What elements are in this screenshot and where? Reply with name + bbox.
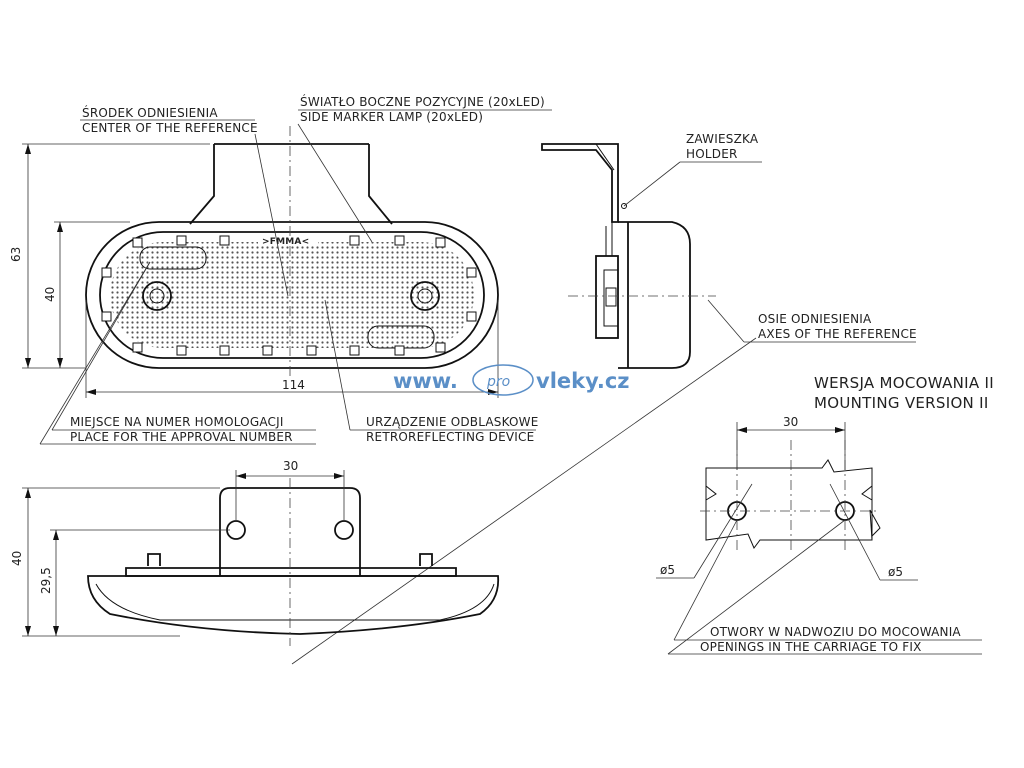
center-reference-label: ŚRODEK ODNIESIENIA CENTER OF THE REFEREN… [80,105,289,297]
holder-bracket [541,143,619,223]
svg-text:OTWORY W NADWOZIU DO MOCOWANIA: OTWORY W NADWOZIU DO MOCOWANIA [710,625,961,639]
side-marker-label: ŚWIATŁO BOCZNE POZYCYJNE (20xLED) SIDE M… [297,94,552,243]
right-fixing-hole [410,281,440,311]
svg-text:ŚWIATŁO BOCZNE POZYCYJNE (20xL: ŚWIATŁO BOCZNE POZYCYJNE (20xLED) [300,94,545,109]
axes-label: OSIE ODNIESIENIA AXES OF THE REFERENCE [291,299,917,665]
svg-text:URZĄDZENIE ODBLASKOWE: URZĄDZENIE ODBLASKOWE [366,415,539,429]
openings-label: OTWORY W NADWOZIU DO MOCOWANIA OPENINGS … [667,519,982,655]
svg-text:40: 40 [10,551,24,566]
svg-text:MIEJSCE NA NUMER HOMOLOGACJI: MIEJSCE NA NUMER HOMOLOGACJI [70,415,284,429]
watermark: www. pro vleky.cz [393,364,630,396]
mounting-version-title: WERSJA MOCOWANIA II MOUNTING VERSION II [814,374,994,412]
svg-text:40: 40 [43,287,57,302]
dia-right: ø5 [829,483,918,581]
svg-text:HOLDER: HOLDER [686,147,738,161]
side-lamp-body [618,221,691,369]
retroreflector-area [110,242,474,348]
bottom-lamp-body [87,575,500,635]
svg-text:PLACE FOR THE APPROVAL NUMBER: PLACE FOR THE APPROVAL NUMBER [70,430,293,444]
dia-left: ø5 [656,483,753,579]
dim-30-bottom: 30 [235,459,345,520]
svg-text:ø5: ø5 [660,563,675,577]
svg-text:ŚRODEK ODNIESIENIA: ŚRODEK ODNIESIENIA [82,105,218,120]
svg-text:30: 30 [283,459,298,473]
svg-text:AXES OF THE REFERENCE: AXES OF THE REFERENCE [758,327,917,341]
side-view [541,143,716,369]
lamp-lens-outline [99,231,485,359]
svg-text:OSIE ODNIESIENIA: OSIE ODNIESIENIA [758,312,872,326]
retroreflector-label: URZĄDZENIE ODBLASKOWE RETROREFLECTING DE… [324,299,539,444]
svg-text:OPENINGS IN THE CARRIAGE TO FI: OPENINGS IN THE CARRIAGE TO FIX [700,640,922,654]
dim-30-mount: 30 [736,415,846,470]
brand-mark: >FMMA< [262,237,309,247]
holder-label: ZAWIESZKA HOLDER [623,132,762,207]
svg-text:MOUNTING VERSION II: MOUNTING VERSION II [814,394,989,412]
approval-label: MIEJSCE NA NUMER HOMOLOGACJI PLACE FOR T… [39,261,316,445]
svg-text:29,5: 29,5 [39,567,53,594]
svg-text:pro: pro [486,374,510,390]
dim-40-side: 40 [10,487,220,637]
mount-plate [700,440,881,550]
svg-text:63: 63 [9,247,23,262]
svg-text:www.: www. [393,369,458,393]
dim-29-5: 29,5 [39,529,230,636]
svg-text:114: 114 [282,378,305,392]
left-fixing-hole [142,281,172,311]
dim-40-front: 40 [43,221,130,368]
svg-text:ZAWIESZKA: ZAWIESZKA [686,132,759,146]
svg-text:WERSJA MOCOWANIA II: WERSJA MOCOWANIA II [814,374,994,392]
svg-text:SIDE MARKER LAMP (20xLED): SIDE MARKER LAMP (20xLED) [300,110,483,124]
approval-number-area [139,246,207,270]
svg-text:30: 30 [783,415,798,429]
front-bracket [189,144,393,225]
dim-114: 114 [85,300,499,398]
lamp-body-outline [85,221,499,369]
svg-text:RETROREFLECTING DEVICE: RETROREFLECTING DEVICE [366,430,534,444]
leds [101,235,477,356]
svg-text:CENTER OF THE REFERENCE: CENTER OF THE REFERENCE [82,121,258,135]
front-view: >FMMA< [85,126,499,380]
svg-text:vleky.cz: vleky.cz [536,369,630,393]
svg-text:ø5: ø5 [888,565,903,579]
dim-63: 63 [9,143,210,369]
